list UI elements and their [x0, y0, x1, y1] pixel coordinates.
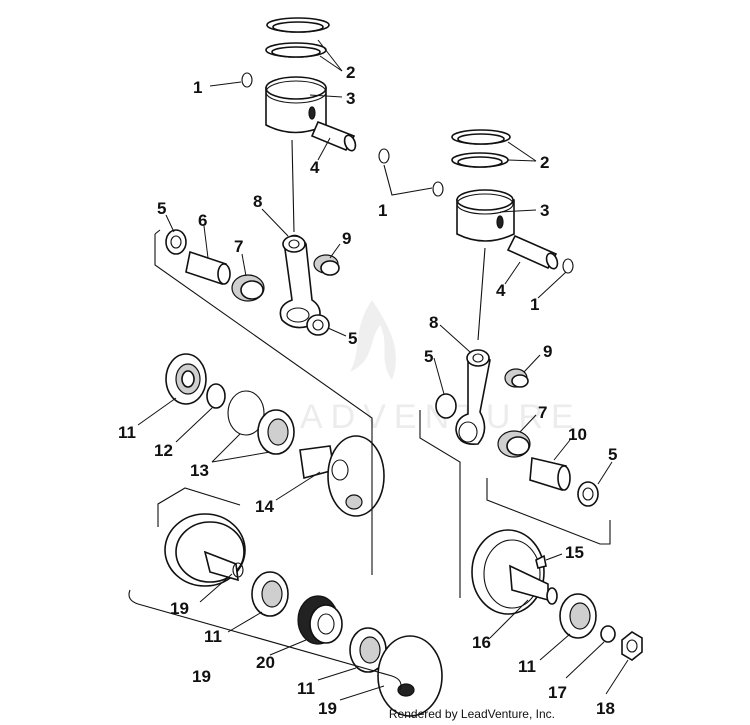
left-crankpin [185, 250, 231, 286]
callout-8: 8 [253, 192, 262, 211]
callout-11: 11 [118, 423, 136, 442]
callout-19: 19 [318, 699, 337, 718]
left-crankshaft-half [299, 435, 385, 517]
left-big-end-bearing [231, 274, 265, 302]
right-circlip-pin [562, 258, 574, 274]
left-retaining-ring [227, 390, 265, 436]
left-connecting-rod [279, 234, 321, 329]
right-thrust-washer-upper [435, 393, 457, 419]
right-circlip-top [432, 181, 444, 197]
circlip-leader [383, 164, 433, 196]
right-main-bearing [559, 593, 597, 639]
callout-18: 18 [596, 699, 615, 718]
bottom-roller-bearing [297, 595, 343, 645]
right-piston-rings [451, 129, 511, 168]
leader-lines [137, 39, 629, 701]
callout-17: 17 [548, 683, 567, 702]
left-circlip-pin [378, 148, 390, 164]
callout-5: 5 [608, 445, 617, 464]
lock-washer [600, 625, 616, 643]
left-seal [257, 409, 295, 455]
watermark-flame-icon [350, 300, 396, 380]
callout-5: 5 [348, 329, 357, 348]
callout-20: 20 [256, 653, 275, 672]
callout-9: 9 [543, 342, 552, 361]
callout-19: 19 [170, 599, 189, 618]
callout-2: 2 [346, 63, 355, 82]
callout-1: 1 [530, 295, 539, 314]
left-small-end-bearing [313, 254, 340, 276]
right-centerline [477, 247, 486, 341]
callout-1: 1 [193, 78, 202, 97]
right-crankpin [529, 457, 571, 492]
callout-4: 4 [310, 158, 320, 177]
render-credit: Rendered by LeadVenture, Inc. [388, 707, 555, 721]
right-crankshaft-half [471, 529, 558, 615]
crank-nut [621, 631, 643, 661]
left-piston [265, 76, 327, 134]
left-circlip-top [241, 72, 253, 88]
callout-7: 7 [234, 237, 243, 256]
callout-12: 12 [154, 441, 173, 460]
callout-labels: 1 2 3 4 1 2 3 4 1 5 6 7 8 9 5 8 9 5 7 10… [118, 63, 617, 718]
left-assembly-bracket [154, 229, 373, 575]
callout-7: 7 [538, 403, 547, 422]
bottom-crank-counterweight [377, 635, 443, 717]
right-piston [456, 189, 515, 242]
callout-10: 10 [568, 425, 587, 444]
bottom-assembly-bracket [128, 487, 402, 691]
callout-11: 11 [204, 627, 222, 646]
callout-1: 1 [378, 201, 387, 220]
callout-4: 4 [496, 281, 506, 300]
bottom-bearing-a [251, 571, 289, 617]
bottom-crank-flywheel [164, 513, 246, 587]
left-thrust-washer-lower [306, 314, 330, 336]
right-assembly-bracket [419, 410, 611, 598]
left-thrust-washer-upper [165, 229, 187, 255]
callout-15: 15 [565, 543, 584, 562]
callout-8: 8 [429, 313, 438, 332]
left-wrist-pin [310, 120, 357, 152]
right-connecting-rod [455, 349, 491, 446]
woodruff-key [535, 554, 547, 569]
right-big-end-bearing [497, 430, 531, 458]
callout-2: 2 [540, 153, 549, 172]
callout-5: 5 [424, 347, 433, 366]
callout-9: 9 [342, 229, 351, 248]
left-main-bearing [165, 353, 207, 405]
callout-11: 11 [518, 657, 536, 676]
right-wrist-pin [506, 234, 559, 270]
callout-6: 6 [198, 211, 207, 230]
callout-3: 3 [346, 89, 355, 108]
callout-11: 11 [297, 679, 315, 698]
callout-3: 3 [540, 201, 549, 220]
left-shim [206, 383, 226, 409]
right-small-end-bearing [504, 368, 529, 388]
callout-13: 13 [190, 461, 209, 480]
left-piston-rings [265, 17, 330, 58]
right-thrust-washer-lower [577, 481, 599, 507]
callout-5: 5 [157, 199, 166, 218]
callout-19: 19 [192, 667, 211, 686]
left-centerline [291, 139, 295, 233]
callout-14: 14 [255, 497, 274, 516]
callout-16: 16 [472, 633, 491, 652]
